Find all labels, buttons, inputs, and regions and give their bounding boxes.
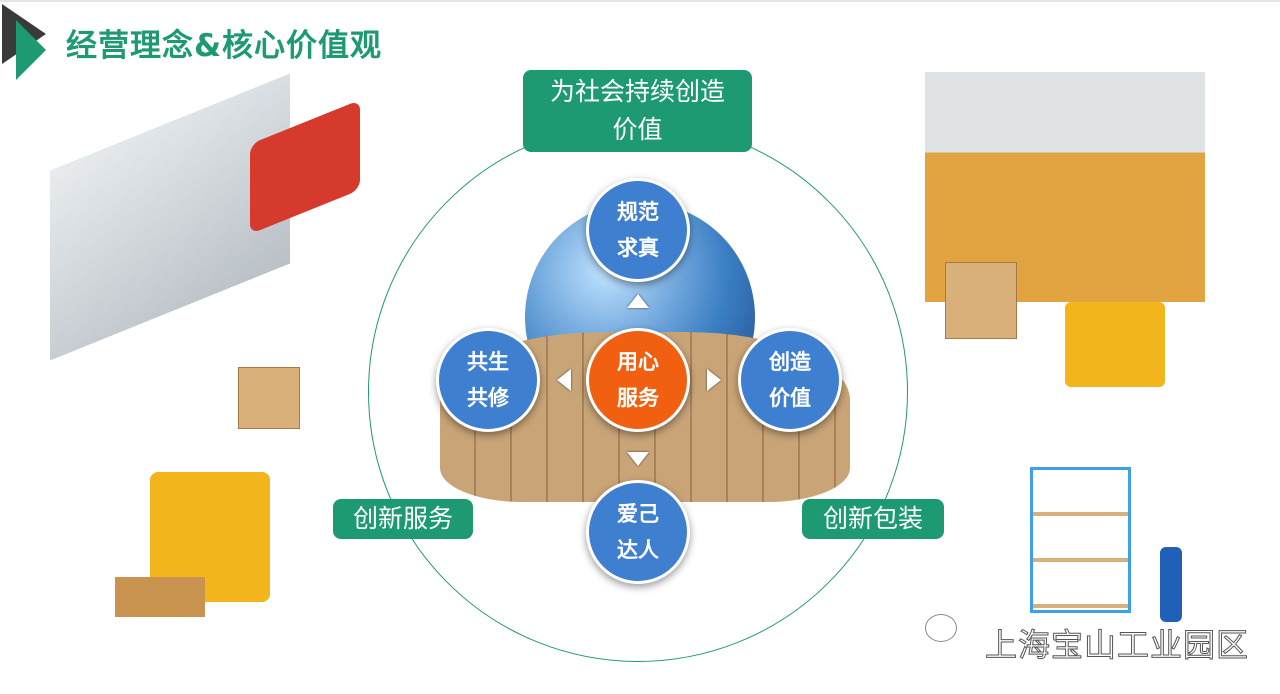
worker-illustration xyxy=(1160,547,1182,622)
bubble-text: 创造 xyxy=(769,350,811,374)
bubble-text: 价值 xyxy=(769,386,811,410)
bubble-top: 规范求真 xyxy=(586,178,690,282)
tag-innovative-packaging: 创新包装 xyxy=(802,499,944,539)
tag-social-value: 为社会持续创造 价值 xyxy=(523,70,752,152)
crate-stack-illustration xyxy=(945,262,1017,339)
page-title: 经营理念&核心价值观 xyxy=(66,28,383,64)
bubble-right: 创造价值 xyxy=(738,328,842,432)
bubble-text: 共修 xyxy=(467,386,509,410)
bubble-bottom: 爱己达人 xyxy=(586,480,690,584)
crate-illustration xyxy=(238,367,300,429)
tag-line: 价值 xyxy=(612,115,663,144)
bubble-text: 求真 xyxy=(617,236,659,260)
bubble-text: 达人 xyxy=(617,538,659,562)
bubble-left: 共生共修 xyxy=(436,328,540,432)
bubble-text: 爱己 xyxy=(617,502,659,526)
tag-innovative-service: 创新服务 xyxy=(333,499,473,539)
watermark-text: 上海宝山工业园区 xyxy=(984,626,1250,665)
bubble-text: 用心 xyxy=(617,350,659,374)
arrow-down-icon xyxy=(627,452,649,466)
bubble-text: 服务 xyxy=(617,386,659,410)
wechat-icon xyxy=(925,614,957,642)
pallet-illustration xyxy=(115,577,205,617)
bubble-text: 共生 xyxy=(467,350,509,374)
forklift-small-illustration xyxy=(1065,302,1165,387)
arrow-left-icon xyxy=(557,369,571,391)
title-arrow-accent-icon xyxy=(16,20,46,80)
shelf-illustration xyxy=(1030,467,1131,613)
tag-line: 为社会持续创造 xyxy=(549,77,725,106)
bubble-center: 用心服务 xyxy=(586,328,690,432)
arrow-up-icon xyxy=(627,294,649,308)
bubble-text: 规范 xyxy=(617,200,659,224)
arrow-right-icon xyxy=(707,369,721,391)
